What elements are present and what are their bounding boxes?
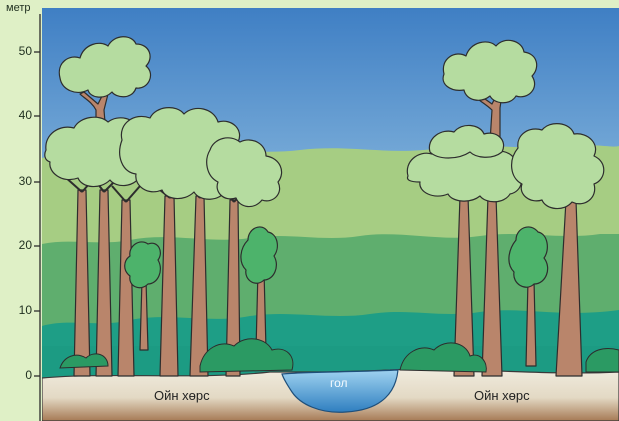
tick-label-20: 20 <box>6 238 32 252</box>
trunk <box>140 280 148 350</box>
trunk <box>526 280 536 366</box>
height-axis <box>34 14 40 421</box>
tick-label-50: 50 <box>6 44 32 58</box>
tick-label-40: 40 <box>6 108 32 122</box>
right-forest-soil-label: Ойн хөрс <box>474 388 530 403</box>
axis-unit-label: метр <box>6 2 30 14</box>
tick-label-10: 10 <box>6 303 32 317</box>
river-label: гол <box>330 376 348 390</box>
left-forest-soil-label: Ойн хөрс <box>154 388 210 403</box>
tick-label-30: 30 <box>6 174 32 188</box>
tick-label-0: 0 <box>6 368 32 382</box>
